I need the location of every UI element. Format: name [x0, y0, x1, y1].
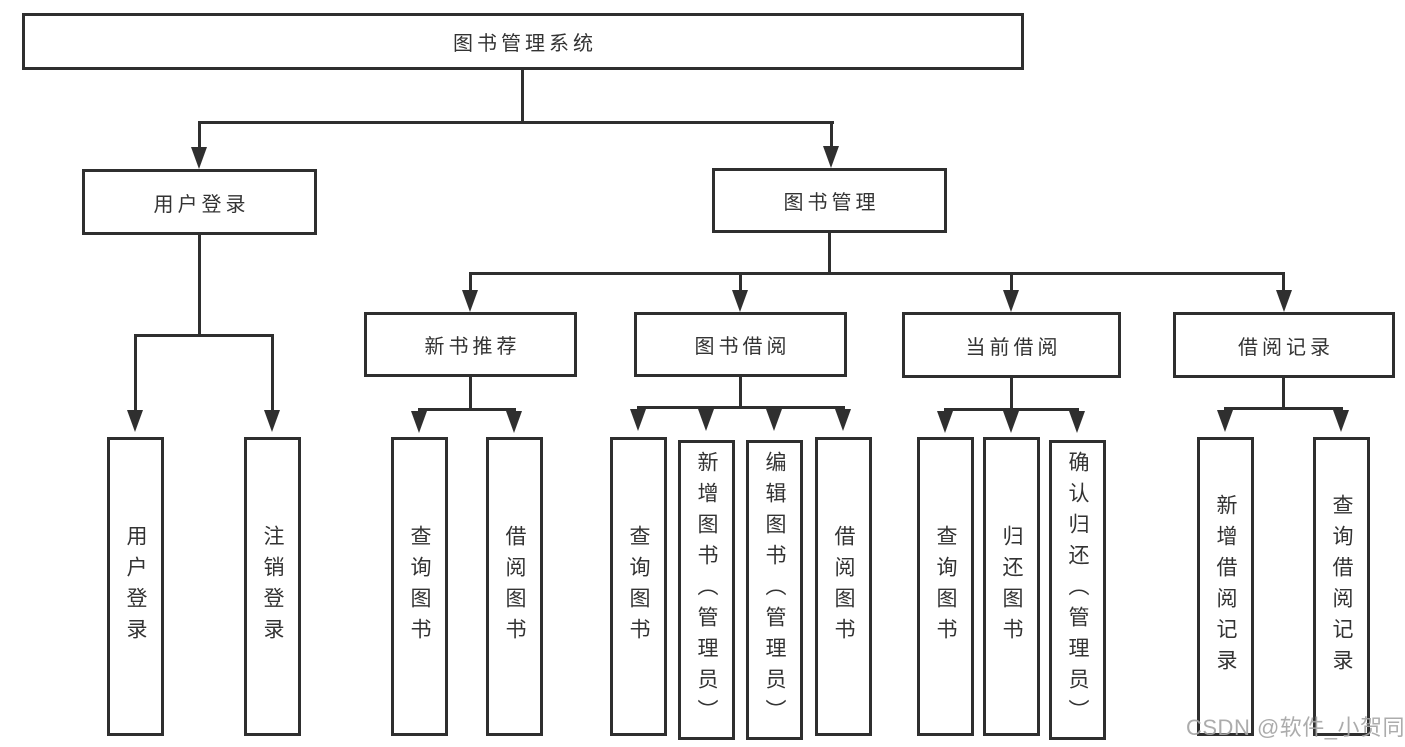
leaf-label: 用户登录 [124, 524, 147, 649]
arrow-down-icon [1217, 410, 1233, 432]
node-label: 图书管理 [783, 192, 880, 214]
connector-line [134, 334, 274, 337]
arrow-down-icon [937, 411, 953, 433]
leaf-label: 查询图书 [934, 524, 957, 649]
arrow-down-icon [264, 410, 280, 432]
leaf-label: 借阅图书 [832, 524, 855, 649]
leaf-query-books-borrowing: 查询图书 [610, 437, 667, 736]
connector-line [134, 334, 137, 412]
connector-line [1010, 272, 1013, 290]
leaf-label: 查询借阅记录 [1330, 493, 1353, 680]
leaf-user-login: 用户登录 [107, 437, 164, 736]
node-book-management: 图书管理 [712, 168, 947, 233]
arrow-down-icon [766, 409, 782, 431]
connector-line [1010, 378, 1013, 411]
node-label: 用户登录 [153, 193, 250, 216]
node-current-borrowing: 当前借阅 [902, 312, 1121, 378]
arrow-down-icon [127, 410, 143, 432]
leaf-label: 新增图书（管理员） [695, 450, 718, 730]
leaf-label: 查询图书 [627, 524, 650, 649]
node-label: 图书借阅 [694, 336, 791, 358]
connector-line [1224, 407, 1343, 410]
arrow-down-icon [462, 290, 478, 312]
connector-line [198, 235, 201, 337]
arrow-down-icon [191, 147, 207, 169]
arrow-down-icon [732, 290, 748, 312]
node-borrow-records: 借阅记录 [1173, 312, 1395, 378]
leaf-label: 新增借阅记录 [1214, 493, 1237, 680]
connector-line [521, 70, 524, 124]
leaf-confirm-return-admin: 确认归还（管理员） [1049, 440, 1106, 740]
leaf-logout-login: 注销登录 [244, 437, 301, 736]
leaf-borrow-books-borrowing: 借阅图书 [815, 437, 872, 736]
connector-line [418, 408, 516, 411]
connector-line [739, 377, 742, 409]
connector-line [271, 334, 274, 412]
arrow-down-icon [1069, 411, 1085, 433]
arrow-down-icon [411, 411, 427, 433]
leaf-add-borrow-record: 新增借阅记录 [1197, 437, 1254, 736]
node-label: 当前借阅 [965, 336, 1062, 359]
leaf-query-borrow-record: 查询借阅记录 [1313, 437, 1370, 736]
node-label: 新书推荐 [424, 336, 521, 358]
leaf-add-books-admin: 新增图书（管理员） [678, 440, 735, 740]
arrow-down-icon [630, 409, 646, 431]
leaf-label: 确认归还（管理员） [1066, 450, 1089, 730]
connector-line [198, 121, 201, 149]
arrow-down-icon [1003, 290, 1019, 312]
node-library-management-system: 图书管理系统 [22, 13, 1024, 70]
node-new-book-recommend: 新书推荐 [364, 312, 577, 377]
connector-line [198, 121, 834, 124]
arrow-down-icon [823, 146, 839, 168]
leaf-query-books-recommend: 查询图书 [391, 437, 448, 736]
leaf-label: 归还图书 [1000, 524, 1023, 649]
leaf-borrow-books-recommend: 借阅图书 [486, 437, 543, 736]
leaf-return-books: 归还图书 [983, 437, 1040, 736]
node-user-login: 用户登录 [82, 169, 317, 235]
csdn-watermark: CSDN @软件_小贺同学 [1186, 715, 1405, 740]
node-book-borrowing: 图书借阅 [634, 312, 847, 377]
node-label: 图书管理系统 [453, 33, 597, 55]
leaf-label: 编辑图书（管理员） [763, 450, 786, 730]
leaf-label: 注销登录 [261, 524, 284, 649]
arrow-down-icon [1003, 411, 1019, 433]
leaf-edit-books-admin: 编辑图书（管理员） [746, 440, 803, 740]
connector-line [1282, 378, 1285, 410]
connector-line [830, 121, 833, 148]
connector-line [1282, 272, 1285, 290]
arrow-down-icon [698, 409, 714, 431]
connector-line [739, 272, 742, 290]
node-label: 借阅记录 [1238, 336, 1334, 359]
arrow-down-icon [1333, 410, 1349, 432]
connector-line [944, 408, 1079, 411]
leaf-label: 借阅图书 [503, 524, 526, 649]
connector-line [469, 272, 1285, 275]
connector-line [469, 272, 472, 290]
connector-line [469, 377, 472, 411]
leaf-query-books-current: 查询图书 [917, 437, 974, 736]
leaf-label: 查询图书 [408, 524, 431, 649]
connector-line [637, 406, 845, 409]
arrow-down-icon [835, 409, 851, 431]
connector-line [828, 233, 831, 275]
arrow-down-icon [506, 411, 522, 433]
arrow-down-icon [1276, 290, 1292, 312]
